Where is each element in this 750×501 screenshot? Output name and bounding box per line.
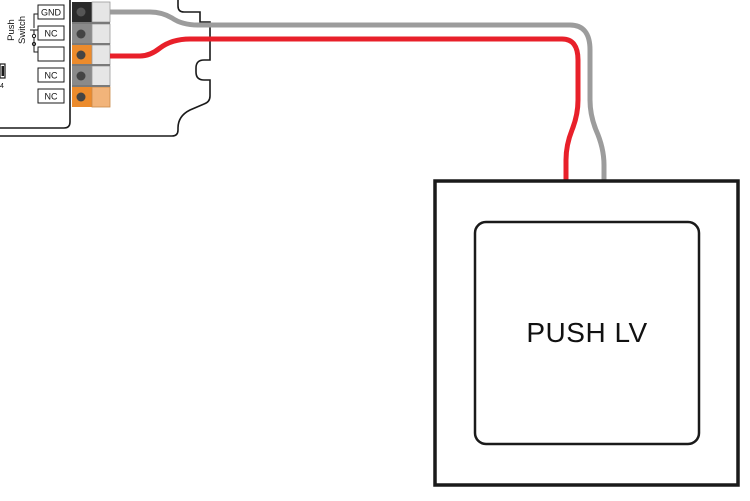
red-wire	[110, 36, 581, 182]
terminal-label-box-4	[37, 67, 65, 83]
terminal-label-box-5	[37, 88, 65, 104]
terminal-label-nc-2: NC	[45, 71, 58, 81]
terminal-screw-5	[76, 92, 86, 102]
push-button[interactable]	[473, 220, 701, 446]
terminal-screw-4	[76, 71, 86, 81]
terminal-label-nc-3: NC	[45, 92, 58, 102]
push-switch-label-line1: Push	[6, 19, 17, 41]
terminal-label-box-2	[37, 25, 65, 41]
terminal-label-box-3	[37, 46, 65, 62]
gray-wire	[110, 9, 607, 182]
terminal-label-box-1	[37, 4, 65, 20]
push-switch-label-line2: Switch	[17, 16, 28, 44]
push-lv-panel: PUSH LV	[433, 179, 740, 487]
terminal-block	[72, 1, 111, 108]
edge-mark: 4	[0, 83, 4, 90]
terminal-screw-3	[76, 50, 86, 60]
terminal-screw-2	[76, 29, 86, 39]
push-switch-label: Push Switch	[6, 16, 28, 44]
edge-component: 4	[0, 63, 6, 90]
push-lv-label: PUSH LV	[526, 317, 647, 348]
terminal-labels: GND NC NC NC	[37, 4, 65, 104]
terminal-label-gnd: GND	[41, 8, 62, 18]
controller-housing	[0, 0, 211, 137]
terminal-screw-1	[76, 7, 86, 17]
terminal-label-nc-1: NC	[45, 29, 58, 39]
push-switch-symbol	[30, 13, 38, 53]
